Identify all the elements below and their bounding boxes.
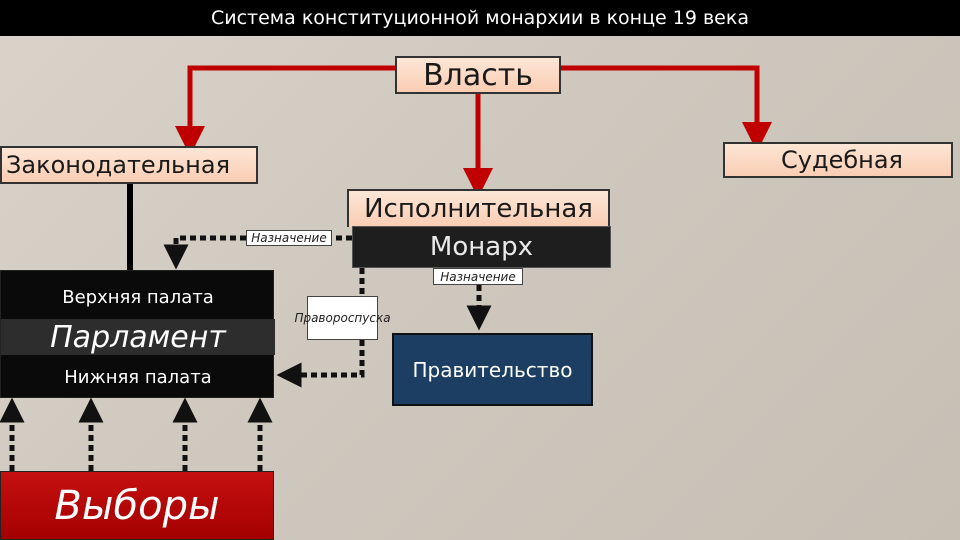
node-power: Власть <box>395 56 561 94</box>
node-judicial: Судебная <box>723 142 953 178</box>
node-parliament: Парламент <box>1 319 275 355</box>
page-title: Система конституционной монархии в конце… <box>0 0 960 36</box>
node-government: Правительство <box>392 333 593 406</box>
label-appointment-upper: Назначение <box>246 230 332 246</box>
label-appointment-government: Назначение <box>433 268 523 285</box>
node-legislative: Законодательная <box>0 146 258 184</box>
label-dissolution-line1: Право <box>294 310 333 325</box>
dissolution-arrow <box>276 268 365 388</box>
node-executive: Исполнительная <box>347 189 610 227</box>
appointment-upper-arrow <box>163 235 352 270</box>
label-dissolution-line2: роспуска <box>332 310 391 325</box>
power-to-legislative-arrow <box>175 65 395 156</box>
elections-arrows <box>0 397 273 471</box>
node-lower-house: Нижняя палата <box>64 366 212 388</box>
label-dissolution: Право роспуска <box>294 296 391 340</box>
node-parliament-group: Верхняя палата Парламент Нижняя палата <box>0 270 275 398</box>
node-monarch: Монарх <box>352 226 611 268</box>
node-elections: Выборы <box>0 471 274 540</box>
node-upper-house: Верхняя палата <box>62 286 214 308</box>
power-to-judicial-arrow <box>561 65 772 152</box>
